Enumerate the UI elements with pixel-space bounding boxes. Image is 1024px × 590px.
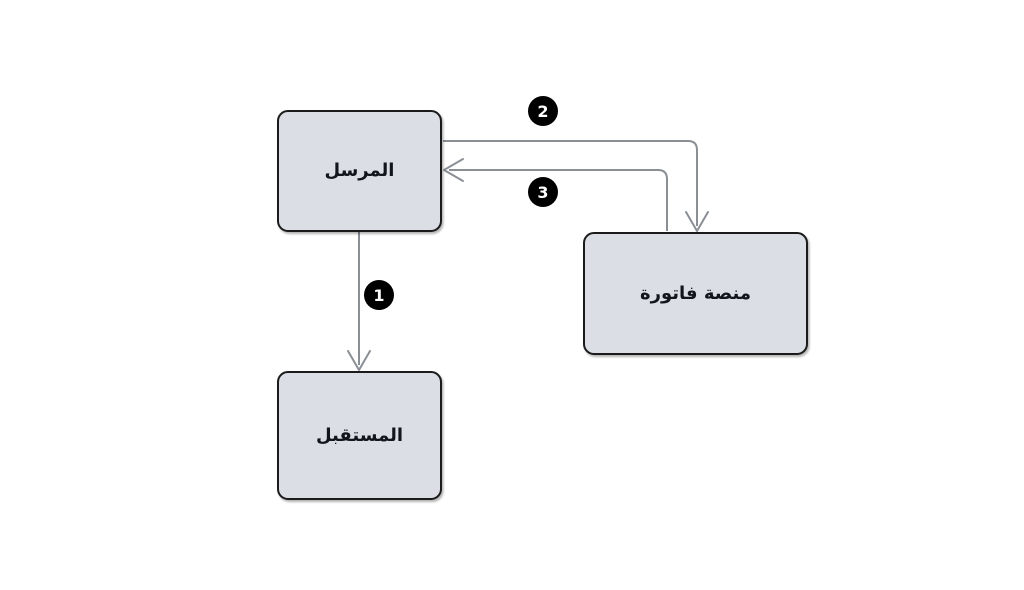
step-badge-1: 1 bbox=[364, 280, 394, 310]
node-platform-label: منصة فاتورة bbox=[640, 282, 751, 304]
edge-2-arrowhead bbox=[685, 211, 709, 232]
edge-1-arrowhead bbox=[347, 350, 371, 371]
node-receiver[interactable]: المستقبل bbox=[277, 371, 442, 500]
step-badge-2: 2 bbox=[528, 96, 558, 126]
node-platform[interactable]: منصة فاتورة bbox=[583, 232, 808, 355]
node-sender-label: المرسل bbox=[324, 160, 395, 182]
edge-2-sender-to-platform bbox=[443, 140, 709, 232]
edge-3-arrowhead bbox=[443, 158, 464, 182]
node-receiver-label: المستقبل bbox=[315, 424, 404, 446]
node-sender[interactable]: المرسل bbox=[277, 110, 442, 232]
step-badge-3: 3 bbox=[528, 177, 558, 207]
